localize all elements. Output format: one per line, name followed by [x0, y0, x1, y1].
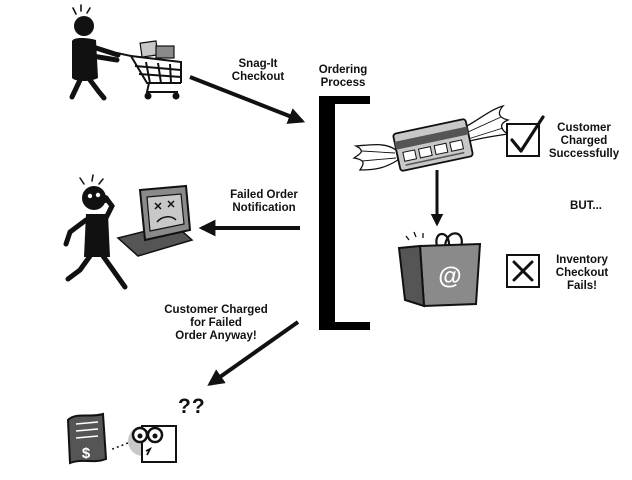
envelope-at-symbol: @: [438, 263, 461, 290]
but-label: BUT...: [570, 200, 602, 212]
question-marks: ??: [178, 395, 206, 418]
gaze-dotted-line: [109, 442, 129, 451]
checkmark-box-icon: [506, 115, 545, 157]
receipt-dollar-symbol: $: [82, 445, 91, 462]
receipt-icon: $: [66, 412, 108, 465]
customer-charged-anyway-label: Customer Charged for Failed Order Anyway…: [164, 304, 268, 342]
confused-face-icon: [128, 425, 177, 463]
failed-order-notification-label: Failed Order Notification: [230, 189, 298, 214]
ordering-process-bracket: [319, 96, 370, 330]
x-box-icon: [506, 254, 540, 288]
frustrated-person-icon: [63, 174, 128, 290]
ordering-process-label: Ordering Process: [318, 64, 368, 89]
inventory-checkout-fails-label: Inventory Checkout Fails!: [555, 254, 609, 292]
checkout-arrow: [189, 75, 306, 124]
broken-computer-icon: [116, 184, 194, 257]
customer-charged-successfully-label: Customer Charged Successfully: [548, 122, 620, 160]
shopping-bag-icon: @: [397, 231, 482, 308]
shopper-with-cart-icon: [69, 4, 182, 101]
snag-it-checkout-label: Snag-It Checkout: [231, 58, 285, 83]
charged-anyway-arrow: [207, 320, 300, 386]
flying-credit-card-icon: [352, 104, 511, 172]
